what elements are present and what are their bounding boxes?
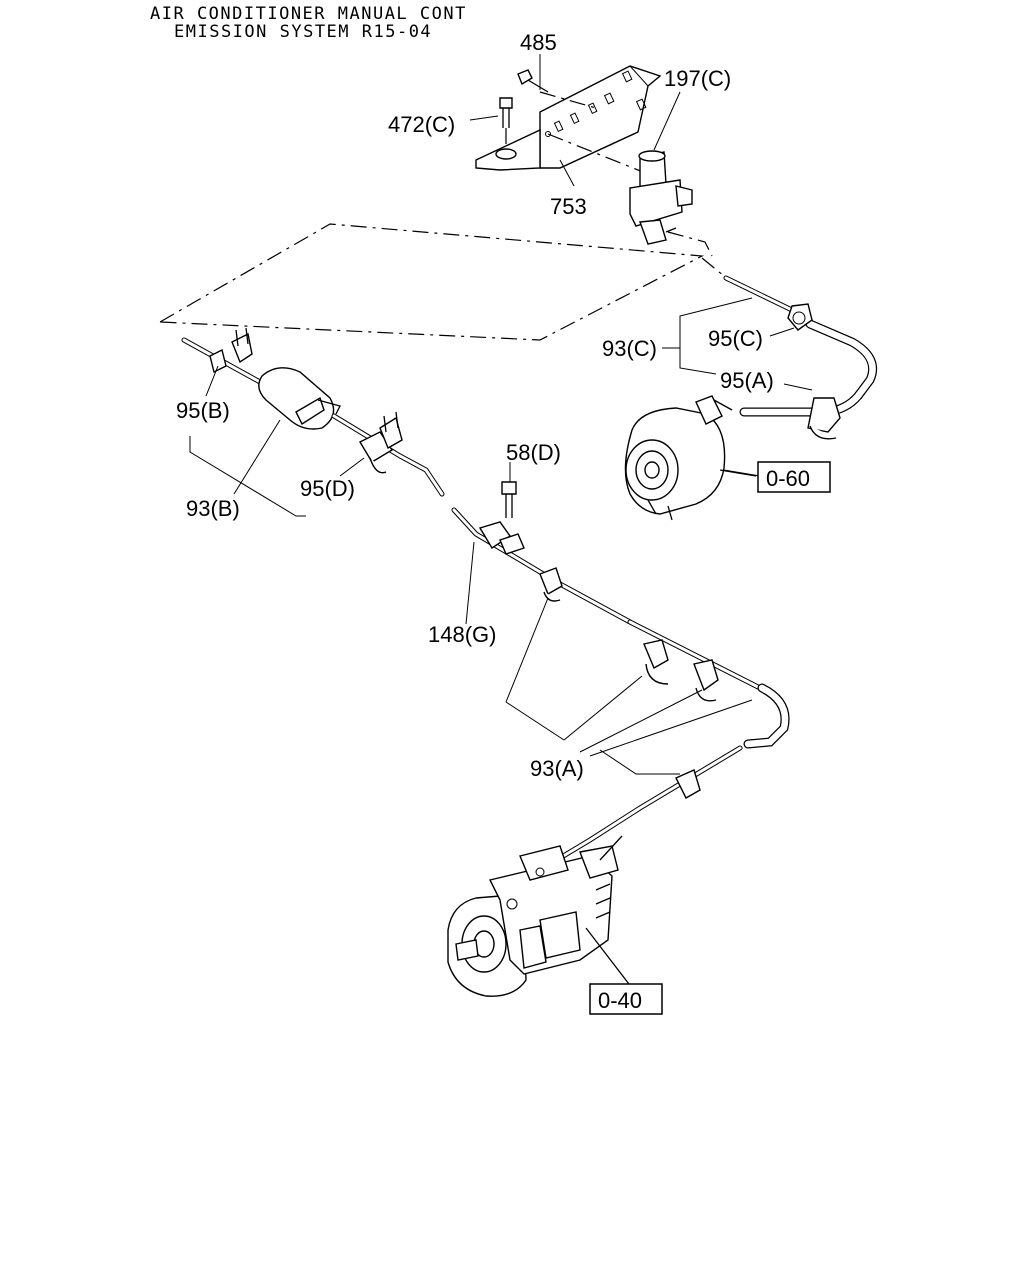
ref-box-0-40[interactable]: 0-40: [589, 983, 663, 1015]
ref-label-0-40: 0-40: [598, 988, 642, 1013]
injection-pump: [447, 835, 633, 997]
callout-95d: 95(D): [300, 476, 355, 501]
callout-95a: 95(A): [720, 368, 774, 393]
diagram-subtitle: EMISSION SYSTEM R15-04: [174, 22, 433, 42]
diagram-title: AIR CONDITIONER MANUAL CONT: [150, 4, 467, 24]
leader-lines: [189, 54, 813, 775]
clip-mid-3: [693, 659, 719, 702]
clip-95d: [359, 411, 403, 474]
callout-95c: 95(C): [708, 326, 763, 351]
callout-148g: 148(G): [428, 622, 496, 647]
callout-197c: 197(C): [664, 66, 731, 91]
bolt-472c: [495, 97, 517, 160]
callout-93c: 93(C): [602, 336, 657, 361]
callout-753: 753: [550, 194, 587, 219]
alternator: [624, 395, 757, 521]
clip-95c: [787, 303, 813, 331]
callout-58d: 58(D): [506, 440, 561, 465]
bolt-485: [517, 69, 549, 93]
clip-95b-left: [209, 327, 253, 374]
callout-95b: 95(B): [176, 398, 230, 423]
callout-485: 485: [520, 30, 557, 55]
vsv-197c: [629, 150, 693, 245]
reference-outline: [157, 223, 705, 341]
canister: [258, 367, 341, 430]
clip-mid-1: [539, 567, 563, 602]
callout-93b: 93(B): [186, 496, 240, 521]
bolt-58d: [501, 481, 517, 518]
bracket-148g: [478, 521, 525, 555]
clip-lower: [675, 769, 701, 799]
ref-box-0-60[interactable]: 0-60: [757, 461, 831, 493]
callout-93a: 93(A): [530, 756, 584, 781]
clip-95a: [807, 397, 841, 440]
ref-label-0-60: 0-60: [766, 466, 810, 491]
callout-472c: 472(C): [388, 112, 455, 137]
clip-mid-2: [643, 639, 669, 685]
